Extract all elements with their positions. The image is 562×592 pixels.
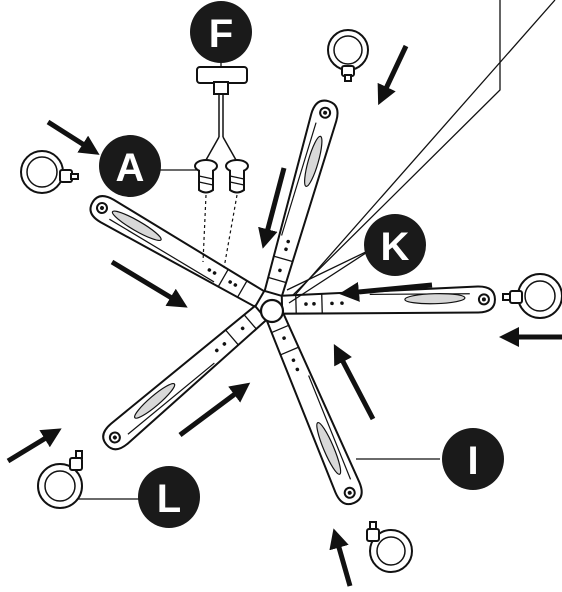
base-leg-lower-left [102, 304, 269, 451]
direction-arrow-icon [178, 382, 251, 438]
base-center-hub [259, 298, 285, 324]
label-badge-a: A [99, 135, 161, 197]
label-f-text: F [209, 12, 233, 56]
caster-wheel-icon [502, 273, 562, 319]
bolt-icon [194, 159, 218, 194]
direction-arrow-icon [339, 282, 433, 302]
caster-wheel-icon [37, 450, 83, 509]
direction-arrow-icon [333, 344, 376, 421]
caster-wheel-icon [327, 29, 369, 82]
label-badge-l: L [138, 466, 200, 528]
label-l-text: L [157, 477, 181, 521]
label-badge-i: I [442, 428, 504, 490]
base-leg-lower-right [265, 311, 363, 506]
bolt-guide-lines [202, 194, 238, 269]
direction-arrow-icon [110, 259, 188, 308]
chair-column-outline [287, 0, 556, 304]
leader-lines [78, 63, 440, 500]
base-leg-top [263, 99, 339, 298]
label-i-text: I [467, 439, 478, 483]
label-k-text: K [381, 225, 410, 269]
base-leg-upper-left [89, 195, 266, 309]
base-leg-right [280, 285, 496, 315]
direction-arrow-icon [6, 428, 62, 464]
direction-arrow-icon [329, 528, 353, 587]
direction-arrow-icon [258, 167, 287, 249]
caster-wheel-icon [20, 150, 79, 194]
direction-arrows [6, 44, 562, 587]
t-handle-hex-key-icon [196, 66, 248, 161]
label-badge-f: F [190, 1, 252, 63]
direction-arrow-icon [377, 44, 409, 106]
direction-arrow-icon [46, 119, 100, 155]
caster-wheel-icon [366, 521, 413, 573]
label-a-text: A [116, 146, 145, 190]
label-badge-k: K [364, 214, 426, 276]
bolt-icon [225, 159, 249, 194]
chair-base [89, 99, 496, 506]
